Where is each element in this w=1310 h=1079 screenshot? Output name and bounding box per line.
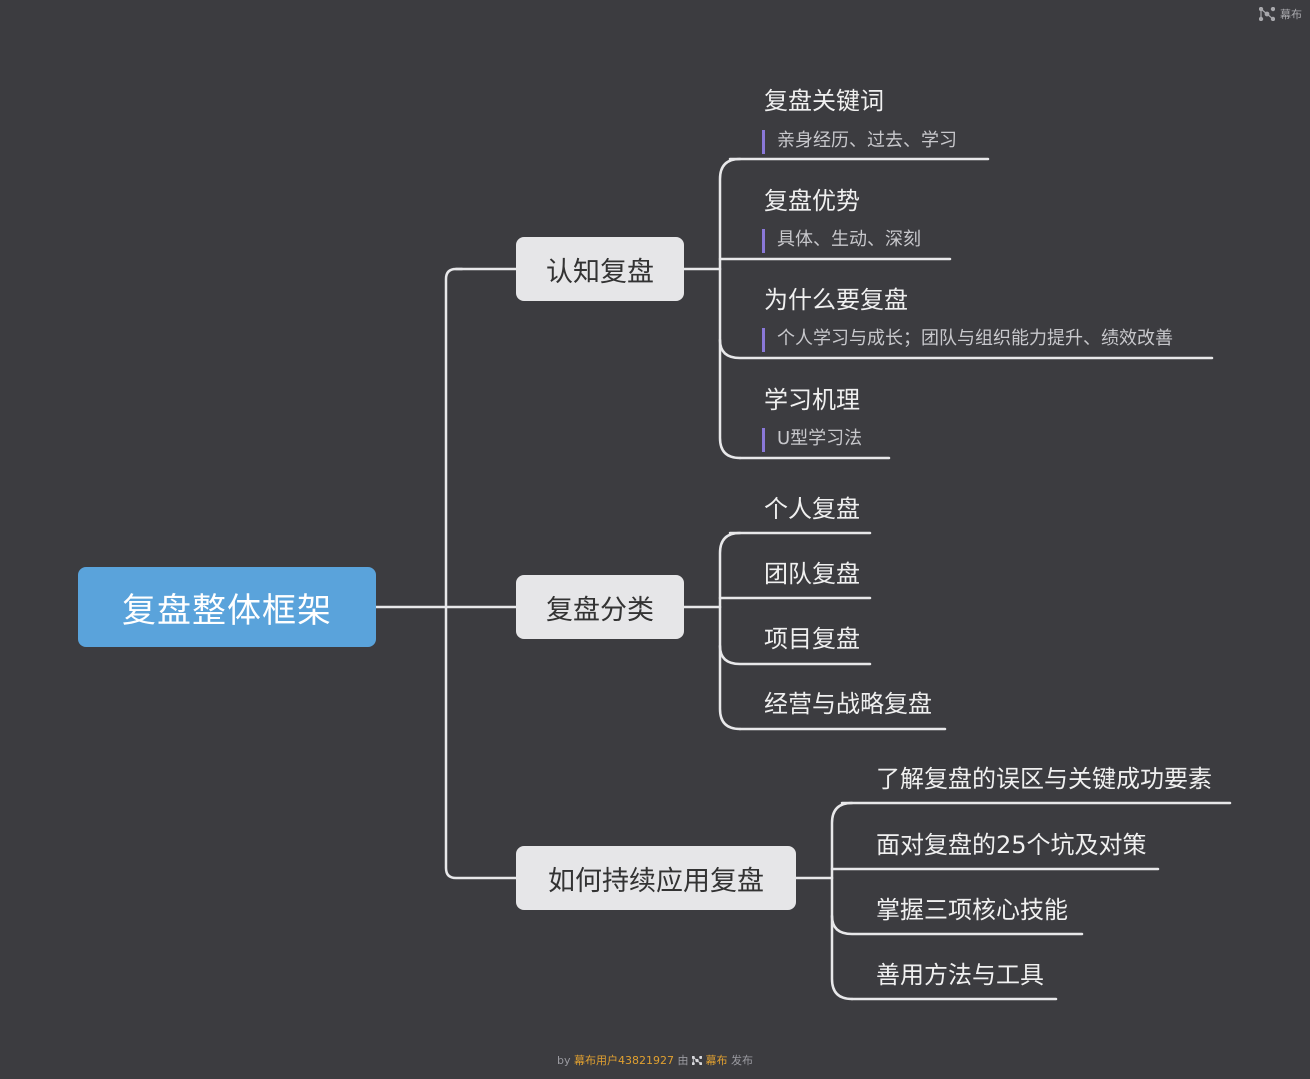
leaf-note-text: 亲身经历、过去、学习 (777, 130, 957, 151)
mubu-logo-icon (1259, 7, 1275, 21)
leaf-node-note: 具体、生动、深刻 (762, 229, 921, 253)
connector-b2-spine (718, 531, 742, 731)
mubu-logo-icon (691, 1054, 706, 1067)
footer-via: 由 (677, 1054, 689, 1067)
branch-node-cognition[interactable]: 认知复盘 (516, 237, 684, 301)
underline-b1-c3 (718, 338, 1214, 360)
branch-node-application[interactable]: 如何持续应用复盘 (516, 846, 796, 910)
connector-b1-spine (718, 157, 742, 460)
branch-node-classification[interactable]: 复盘分类 (516, 575, 684, 639)
note-bar (762, 130, 765, 154)
brand-label: 幕布 (1280, 8, 1302, 21)
leaf-node-note: 个人学习与成长；团队与组织能力提升、绩效改善 (762, 328, 1173, 352)
leaf-node-title[interactable]: 了解复盘的误区与关键成功要素 (876, 765, 1212, 793)
underline-b2-c3 (718, 644, 872, 666)
leaf-node-note: 亲身经历、过去、学习 (762, 130, 957, 154)
leaf-node-title[interactable]: 善用方法与工具 (876, 961, 1044, 989)
leaf-node-title[interactable]: 团队复盘 (764, 560, 860, 588)
leaf-node-title[interactable]: 面对复盘的25个坑及对策 (876, 831, 1147, 859)
branch-label: 认知复盘 (546, 256, 654, 288)
leaf-node-title[interactable]: 学习机理 (764, 386, 860, 414)
leaf-note-text: U型学习法 (777, 428, 863, 449)
footer-user-link[interactable]: 幕布用户43821927 (574, 1054, 674, 1067)
note-bar (762, 328, 765, 352)
brand-mark[interactable]: 幕布 (1259, 6, 1302, 22)
leaf-node-title[interactable]: 项目复盘 (764, 625, 860, 653)
leaf-node-title[interactable]: 复盘优势 (764, 187, 860, 215)
leaf-node-note: U型学习法 (762, 428, 863, 452)
leaf-node-title[interactable]: 为什么要复盘 (764, 286, 908, 314)
leaf-node-title[interactable]: 掌握三项核心技能 (876, 896, 1068, 924)
footer-brand-link[interactable]: 幕布 (705, 1054, 728, 1067)
leaf-node-title[interactable]: 个人复盘 (764, 495, 860, 523)
root-label: 复盘整体框架 (122, 590, 332, 631)
leaf-note-text: 具体、生动、深刻 (777, 229, 921, 250)
note-bar (762, 428, 765, 452)
footer-by: by (557, 1054, 571, 1067)
note-bar (762, 229, 765, 253)
underline-b3-c3 (830, 914, 1084, 936)
branch-label: 如何持续应用复盘 (548, 865, 764, 897)
connector-b3-spine (830, 801, 854, 1001)
footer-attribution: by 幕布用户43821927 由 幕布 发布 (0, 1052, 1310, 1068)
leaf-node-title[interactable]: 经营与战略复盘 (764, 690, 932, 718)
branch-label: 复盘分类 (546, 594, 654, 626)
connector-root-spine (444, 267, 518, 880)
leaf-note-text: 个人学习与成长；团队与组织能力提升、绩效改善 (777, 328, 1173, 349)
root-node[interactable]: 复盘整体框架 (78, 567, 376, 647)
footer-action: 发布 (731, 1054, 753, 1067)
leaf-node-title[interactable]: 复盘关键词 (764, 87, 884, 115)
